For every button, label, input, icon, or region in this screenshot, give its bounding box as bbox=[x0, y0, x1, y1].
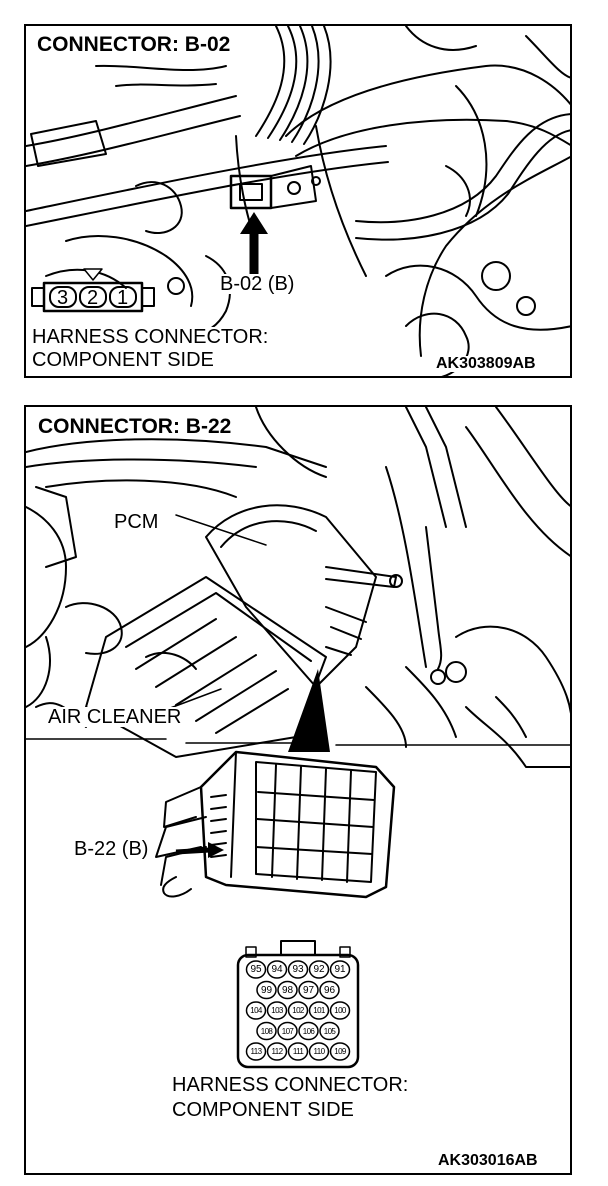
b22-pin-oval bbox=[329, 1001, 351, 1020]
b22-pin-112: 112 bbox=[271, 1047, 284, 1056]
b22-pin-100: 100 bbox=[334, 1006, 346, 1015]
b02-pin-1: 1 bbox=[117, 287, 129, 309]
b22-pin-96: 96 bbox=[323, 984, 336, 996]
b22-pin-oval bbox=[308, 1001, 330, 1020]
b22-pin-97: 97 bbox=[302, 984, 315, 996]
b22-pin-oval bbox=[256, 980, 277, 1000]
b22-pin-oval bbox=[319, 980, 340, 1000]
b22-pin-94: 94 bbox=[271, 964, 283, 975]
b02-pointer-label: B-02 (B) bbox=[218, 273, 297, 295]
b22-pin-oval bbox=[287, 960, 309, 979]
component-side-label-b02: COMPONENT SIDE bbox=[32, 349, 214, 371]
figure-code-b02: AK303809AB bbox=[436, 355, 536, 372]
b22-pin-103: 103 bbox=[271, 1006, 283, 1015]
b22-pin-101: 101 bbox=[313, 1006, 325, 1015]
b22-pin-oval bbox=[245, 960, 267, 979]
panel-title-b22: CONNECTOR: B-22 bbox=[35, 416, 235, 437]
harness-connector-label-b22: HARNESS CONNECTOR: bbox=[172, 1074, 409, 1096]
b22-pin-oval bbox=[329, 960, 351, 979]
b22-pin-106: 106 bbox=[302, 1026, 315, 1036]
b22-pin-oval bbox=[245, 1042, 267, 1061]
connector-b02-panel: CONNECTOR: B-02 B-02 (B) 3 2 1 HARNESS C… bbox=[24, 24, 572, 378]
b22-pin-99: 99 bbox=[260, 984, 273, 996]
b22-pin-oval bbox=[287, 1042, 309, 1061]
b22-pin-111: 111 bbox=[292, 1047, 304, 1056]
b22-pin-104: 104 bbox=[250, 1006, 262, 1015]
b22-pin-oval bbox=[319, 1021, 340, 1041]
b22-pin-oval bbox=[329, 1042, 351, 1061]
component-side-label-b22: COMPONENT SIDE bbox=[172, 1099, 354, 1121]
b22-pin-110: 110 bbox=[313, 1047, 326, 1056]
b02-pin-3: 3 bbox=[57, 287, 69, 309]
b22-pin-113: 113 bbox=[250, 1047, 263, 1056]
air-cleaner-label: AIR CLEANER bbox=[46, 706, 184, 728]
b22-pin-oval bbox=[277, 1021, 298, 1041]
harness-connector-label-b02: HARNESS CONNECTOR: bbox=[32, 326, 269, 348]
b22-pin-102: 102 bbox=[292, 1006, 304, 1015]
figure-code-b22: AK303016AB bbox=[438, 1152, 538, 1169]
b22-pin-oval bbox=[245, 1001, 267, 1020]
pcm-label: PCM bbox=[112, 511, 161, 533]
b02-pin-2: 2 bbox=[87, 287, 99, 309]
b22-pin-92: 92 bbox=[313, 964, 325, 975]
b22-pin-oval bbox=[266, 1001, 288, 1020]
panel-title-b02: CONNECTOR: B-02 bbox=[34, 34, 234, 55]
b22-pin-oval bbox=[277, 980, 298, 1000]
b22-pin-oval bbox=[266, 1042, 288, 1061]
b22-pin-108: 108 bbox=[260, 1026, 273, 1036]
engine-bay-illustration-b22 bbox=[26, 407, 570, 1069]
b22-pin-oval bbox=[266, 960, 288, 979]
b22-pin-93: 93 bbox=[292, 964, 304, 975]
b22-pin-oval bbox=[287, 1001, 309, 1020]
b22-pin-oval bbox=[298, 1021, 319, 1041]
b22-pin-91: 91 bbox=[334, 964, 346, 975]
b22-pointer-label: B-22 (B) bbox=[72, 838, 151, 860]
b22-pin-107: 107 bbox=[281, 1026, 294, 1036]
b22-pin-95: 95 bbox=[250, 964, 262, 975]
b22-pin-oval bbox=[308, 960, 330, 979]
b22-pin-98: 98 bbox=[281, 984, 294, 996]
b22-pin-oval bbox=[256, 1021, 277, 1041]
b22-pin-oval bbox=[308, 1042, 330, 1061]
connector-b22-panel: CONNECTOR: B-22 PCM AIR CLEANER B-22 (B)… bbox=[24, 405, 572, 1175]
b22-pin-109: 109 bbox=[334, 1047, 346, 1056]
b22-pin-oval bbox=[298, 980, 319, 1000]
b22-pin-105: 105 bbox=[323, 1026, 336, 1036]
